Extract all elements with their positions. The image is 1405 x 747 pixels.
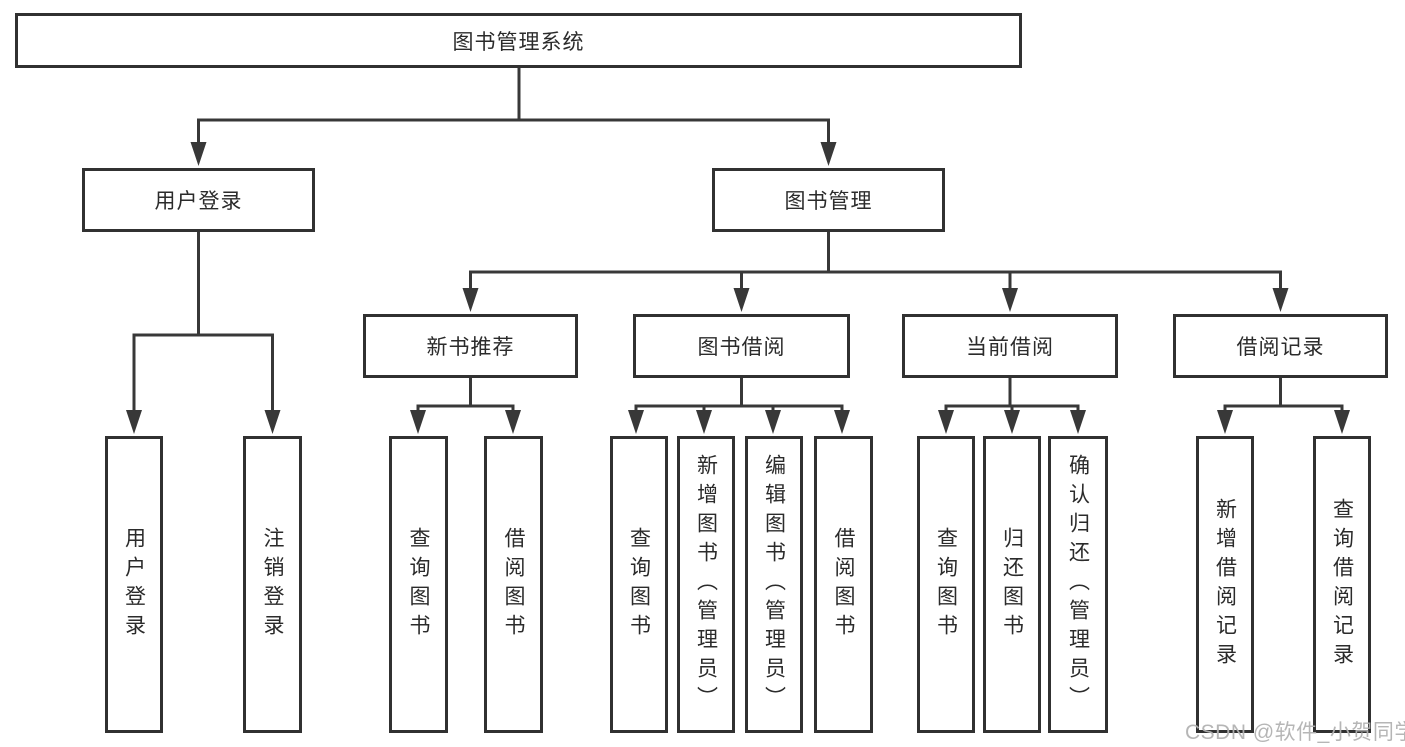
node-book-borrowing-label: 图书借阅 <box>697 336 786 359</box>
leaf-query-books-current: 查询图书 <box>917 436 975 733</box>
leaf-edit-books-admin: 编辑图书（管理员） <box>745 436 803 733</box>
node-library-system-label: 图书管理系统 <box>452 30 585 54</box>
leaf-query-borrow-record: 查询借阅记录 <box>1313 436 1371 733</box>
leaf-query-books-current-label: 查询图书 <box>934 526 958 643</box>
leaf-borrow-books: 借阅图书 <box>814 436 873 733</box>
leaf-query-books-recommend-label: 查询图书 <box>407 526 430 643</box>
leaf-user-login-label: 用户登录 <box>122 526 146 643</box>
leaf-logout: 注销登录 <box>243 436 302 733</box>
node-book-management-label: 图书管理 <box>784 190 873 213</box>
leaf-confirm-return-admin: 确认归还（管理员） <box>1048 436 1108 733</box>
node-user-login-label: 用户登录 <box>154 190 243 213</box>
leaf-edit-books-admin-label: 编辑图书（管理员） <box>762 454 786 715</box>
leaf-add-books-admin: 新增图书（管理员） <box>677 436 735 733</box>
leaf-query-books-recommend: 查询图书 <box>389 436 448 733</box>
node-book-borrowing: 图书借阅 <box>633 314 850 378</box>
arrowheads <box>126 142 1350 434</box>
leaf-logout-label: 注销登录 <box>261 526 284 643</box>
leaf-return-books-label: 归还图书 <box>1000 526 1024 643</box>
node-new-book-recommendation-label: 新书推荐 <box>426 336 515 359</box>
leaf-query-borrow-record-label: 查询借阅记录 <box>1330 497 1354 672</box>
leaf-borrow-books-recommend: 借阅图书 <box>484 436 543 733</box>
leaf-confirm-return-admin-label: 确认归还（管理员） <box>1066 454 1090 715</box>
leaf-query-books-borrow-label: 查询图书 <box>627 526 651 643</box>
node-current-borrowing: 当前借阅 <box>902 314 1118 378</box>
leaf-borrow-books-recommend-label: 借阅图书 <box>502 526 525 643</box>
node-borrowing-records-label: 借阅记录 <box>1236 336 1325 359</box>
node-borrowing-records: 借阅记录 <box>1173 314 1388 378</box>
leaf-query-books-borrow: 查询图书 <box>610 436 668 733</box>
node-book-management: 图书管理 <box>712 168 945 232</box>
node-current-borrowing-label: 当前借阅 <box>966 336 1054 359</box>
leaf-add-borrow-record: 新增借阅记录 <box>1196 436 1254 733</box>
leaf-user-login: 用户登录 <box>105 436 163 733</box>
leaf-return-books: 归还图书 <box>983 436 1041 733</box>
leaf-borrow-books-label: 借阅图书 <box>832 526 855 643</box>
node-library-system: 图书管理系统 <box>15 13 1022 68</box>
csdn-watermark: CSDN @软件_小贺同学 <box>1185 721 1405 744</box>
node-new-book-recommendation: 新书推荐 <box>363 314 578 378</box>
node-user-login: 用户登录 <box>82 168 315 232</box>
leaf-add-books-admin-label: 新增图书（管理员） <box>694 454 718 715</box>
leaf-add-borrow-record-label: 新增借阅记录 <box>1213 497 1237 672</box>
